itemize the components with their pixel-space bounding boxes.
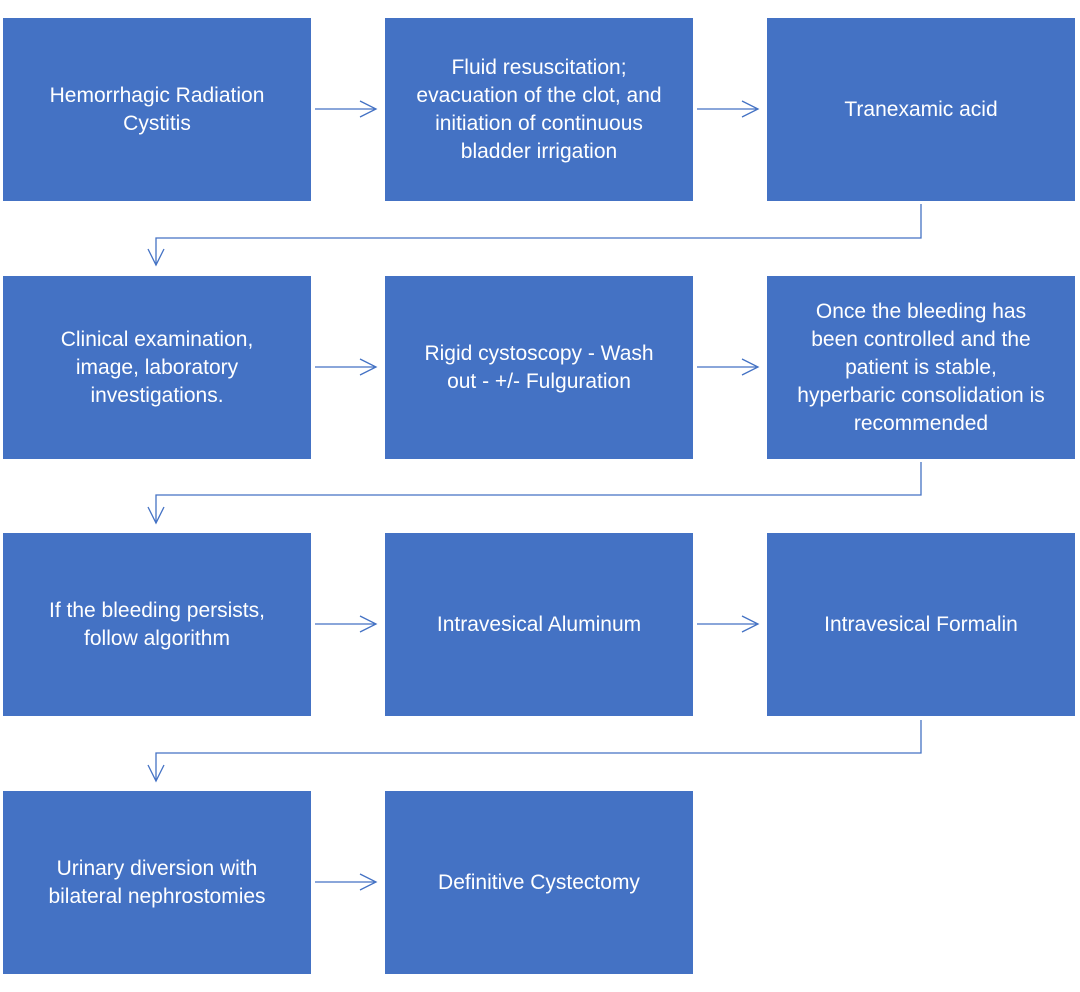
step-hyperbaric-consolidation: Once the bleeding has been controlled an… [767,276,1075,459]
step-intravesical-formalin: Intravesical Formalin [767,533,1075,716]
step-urinary-diversion: Urinary diversion with bilateral nephros… [3,791,311,974]
step-label: Intravesical Aluminum [436,612,642,636]
step-label: Hemorrhagic Radiation Cystitis [49,83,265,135]
step-label: Fluid resuscitation; evacuation of the c… [416,55,662,163]
step-definitive-cystectomy: Definitive Cystectomy [385,791,693,974]
step-bleeding-persists: If the bleeding persists, follow algorit… [3,533,311,716]
step-label: Tranexamic acid [844,97,998,121]
step-label: Rigid cystoscopy - Wash out - +/- Fulgur… [424,341,654,393]
step-hemorrhagic-radiation-cystitis: Hemorrhagic Radiation Cystitis [3,18,311,201]
step-label: Once the bleeding has been controlled an… [797,299,1045,435]
step-intravesical-aluminum: Intravesical Aluminum [385,533,693,716]
step-clinical-examination: Clinical examination, image, laboratory … [3,276,311,459]
step-fluid-resuscitation: Fluid resuscitation; evacuation of the c… [385,18,693,201]
step-label: Definitive Cystectomy [438,870,640,894]
step-rigid-cystoscopy: Rigid cystoscopy - Wash out - +/- Fulgur… [385,276,693,459]
step-label: Urinary diversion with bilateral nephros… [48,856,266,908]
arrow-step6-to-step7 [147,462,922,525]
step-label: Intravesical Formalin [824,612,1018,636]
step-label: Clinical examination, image, laboratory … [60,327,254,407]
arrow-step9-to-step10 [147,720,922,783]
step-tranexamic-acid: Tranexamic acid [767,18,1075,201]
step-label: If the bleeding persists, follow algorit… [49,598,265,650]
arrow-step3-to-step4 [147,204,922,267]
